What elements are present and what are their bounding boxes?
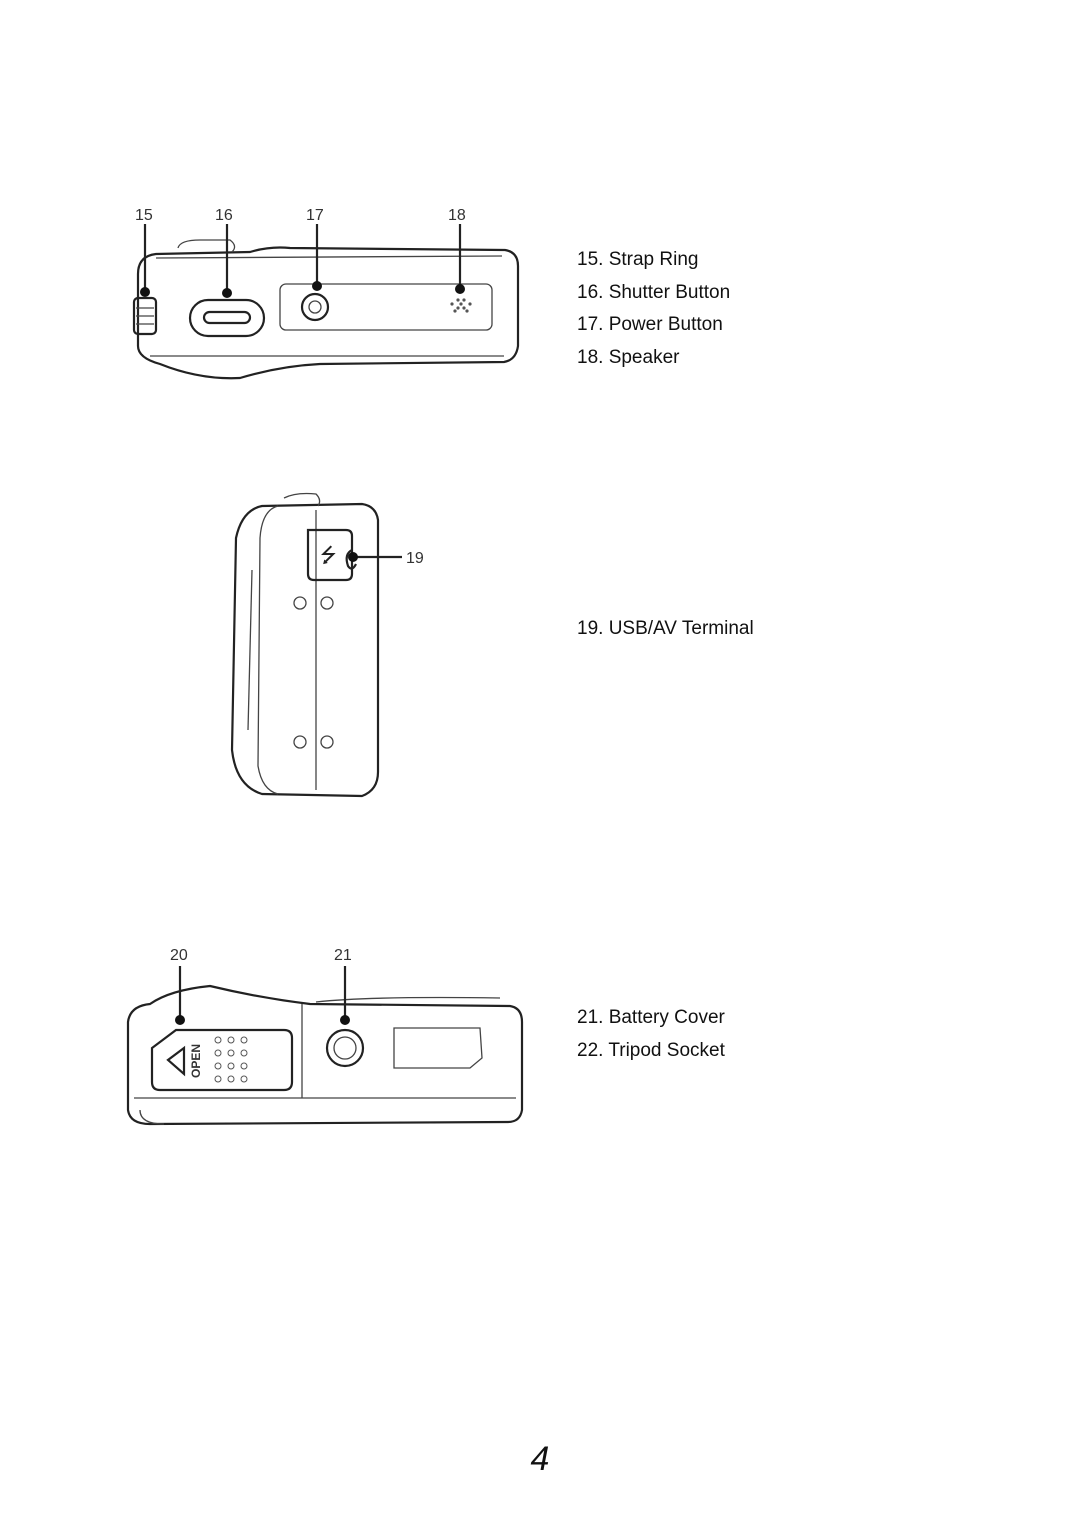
camera-body-outline — [136, 246, 520, 380]
shutter-button-drawing — [188, 298, 266, 338]
camera-side-view-drawing: ⭍ 19 — [230, 492, 424, 798]
camera-top-view-figure: 15 16 17 18 — [120, 196, 532, 388]
legend-item-power-button: 17. Power Button — [577, 314, 723, 335]
power-button-drawing — [300, 292, 330, 322]
camera-top-view-drawing: 15 16 17 18 — [132, 207, 520, 380]
camera-side-outline — [230, 502, 380, 798]
camera-bottom-outline — [126, 984, 524, 1126]
camera-bottom-view-figure: OPEN 20 21 — [120, 938, 532, 1134]
legend-item-strap-ring: 15. Strap Ring — [577, 249, 699, 270]
battery-cover-grip-dots — [214, 1036, 248, 1083]
tripod-socket-drawing — [325, 1028, 365, 1068]
legend-item-shutter-button: 16. Shutter Button — [577, 281, 731, 303]
usb-icon: ⭍ — [320, 543, 337, 567]
speaker-grille — [450, 298, 472, 313]
legend-item-battery-cover: 21. Battery Cover — [577, 1007, 725, 1028]
callout-21: 21 — [334, 947, 352, 964]
callout-20: 20 — [170, 947, 188, 964]
usb-terminal-door — [306, 528, 354, 582]
callout-19: 19 — [406, 550, 424, 567]
legend-item-tripod-socket: 22. Tripod Socket — [577, 1039, 725, 1061]
side-view-legend: 19. USB/AV Terminal — [577, 613, 754, 646]
callout-17: 17 — [306, 207, 324, 224]
legend-item-usb-av-terminal: 19. USB/AV Terminal — [577, 618, 754, 639]
bottom-view-legend: 21. Battery Cover 22. Tripod Socket — [577, 1002, 725, 1067]
callout-18: 18 — [448, 207, 466, 224]
page-number: 4 — [530, 1440, 550, 1478]
legend-item-speaker: 18. Speaker — [577, 346, 680, 368]
top-view-legend: 15. Strap Ring 16. Shutter Button 17. Po… — [577, 244, 730, 374]
camera-bottom-view-drawing: OPEN 20 21 — [126, 947, 524, 1126]
callout-15: 15 — [135, 207, 153, 224]
battery-cover-open-text: OPEN — [189, 1044, 203, 1078]
battery-cover-drawing — [150, 1028, 294, 1092]
strap-ring — [132, 296, 158, 336]
callout-16: 16 — [215, 207, 233, 224]
open-arrow-icon — [166, 1045, 186, 1077]
camera-side-view-figure: ⭍ 19 — [222, 490, 436, 802]
